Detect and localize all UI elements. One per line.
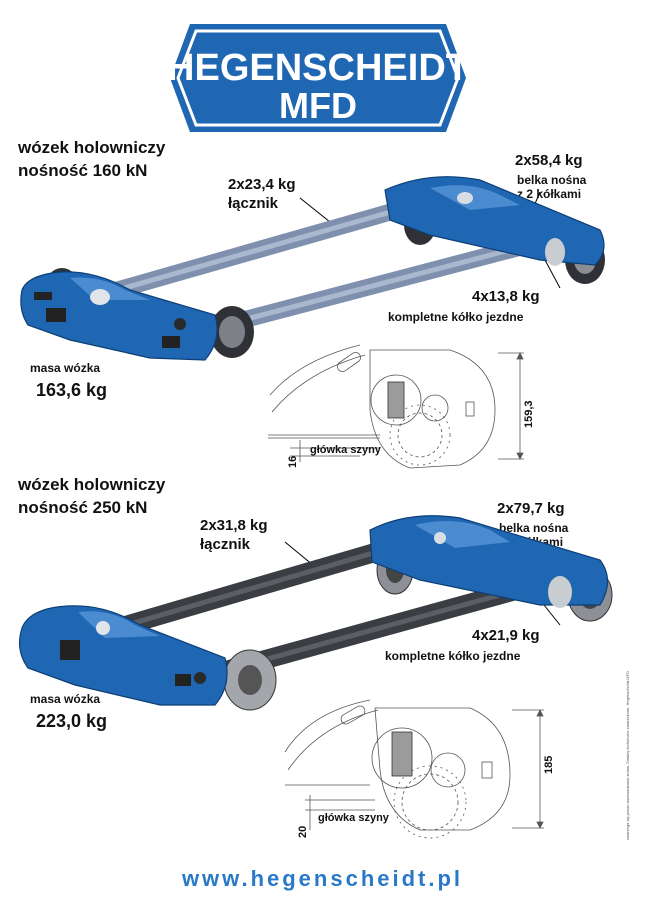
- trolley-160-dim-rail: 16: [287, 456, 299, 468]
- trolley-160-beam-name-1: belka nośna: [517, 173, 587, 187]
- trolley-250-dim-height: 185: [543, 756, 555, 774]
- trolley-250-back-beam: [369, 515, 613, 622]
- trolley-250-dim-rail: 20: [297, 826, 309, 838]
- trolley-160-connector-tubes: [91, 196, 549, 339]
- hegenscheidt-logo: HEGENSCHEIDT MFD: [168, 24, 468, 132]
- trolley-250-illustration: 20 185 główka szyny: [18, 515, 613, 839]
- trolley-250-wheel-weight: 4x21,9 kg: [472, 627, 540, 644]
- trolley-250-wheel-name: kompletne kółko jezdne: [385, 649, 521, 663]
- trolley-160-beam-name-2: z 2 kółkami: [517, 187, 582, 201]
- trolley-160-wheel-weight: 4x13,8 kg: [472, 288, 540, 305]
- trolley-250-rail-label: główka szyny: [318, 812, 390, 824]
- trolley-250-mass-label: masa wózka: [30, 692, 101, 706]
- trolley-160-rail-label: główka szyny: [310, 444, 382, 456]
- trolley-160-connector-name: łącznik: [228, 195, 279, 212]
- trolley-160-dim-height: 159,3: [523, 400, 535, 428]
- trolley-160-section-drawing: [268, 344, 524, 469]
- trolley-250-beam-weight: 2x79,7 kg: [497, 500, 565, 517]
- trolley-160-front-beam: [20, 268, 254, 361]
- trolley-250-front-beam: [18, 605, 277, 711]
- trolley-250-connector-weight: 2x31,8 kg: [200, 517, 268, 534]
- trolley-250-capacity: nośność 250 kN: [18, 498, 148, 517]
- footer-website[interactable]: www.hegenscheidt.pl: [181, 866, 464, 891]
- trolley-160-mass-label: masa wózka: [30, 361, 101, 375]
- trolley-160-illustration: 16 159,3 główka szyny: [20, 176, 605, 469]
- logo-line2: MFD: [279, 85, 357, 126]
- trolley-160-title: wózek holowniczy: [18, 138, 166, 157]
- trolley-250-connector-name: łącznik: [200, 536, 251, 553]
- trolley-160-beam-weight: 2x58,4 kg: [515, 152, 583, 169]
- trolley-160-connector-weight: 2x23,4 kg: [228, 176, 296, 193]
- trolley-250-connector-tubes: [100, 538, 535, 682]
- trolley-160-wheel-name: kompletne kółko jezdne: [388, 310, 524, 324]
- logo-line1: HEGENSCHEIDT: [168, 47, 468, 89]
- trolley-160-back-beam: [384, 176, 605, 284]
- trolley-250-mass-value: 223,0 kg: [36, 711, 108, 731]
- trolley-250-section-drawing: [284, 699, 544, 839]
- trolley-160-mass-value: 163,6 kg: [36, 380, 108, 400]
- trolley-250-title: wózek holowniczy: [18, 475, 166, 494]
- side-legal-note: zastrzega się prawo wprowadzania zmian. …: [625, 671, 630, 840]
- trolley-160-capacity: nośność 160 kN: [18, 161, 148, 180]
- trolley-250-beam-name-1: belka nośna: [499, 521, 569, 535]
